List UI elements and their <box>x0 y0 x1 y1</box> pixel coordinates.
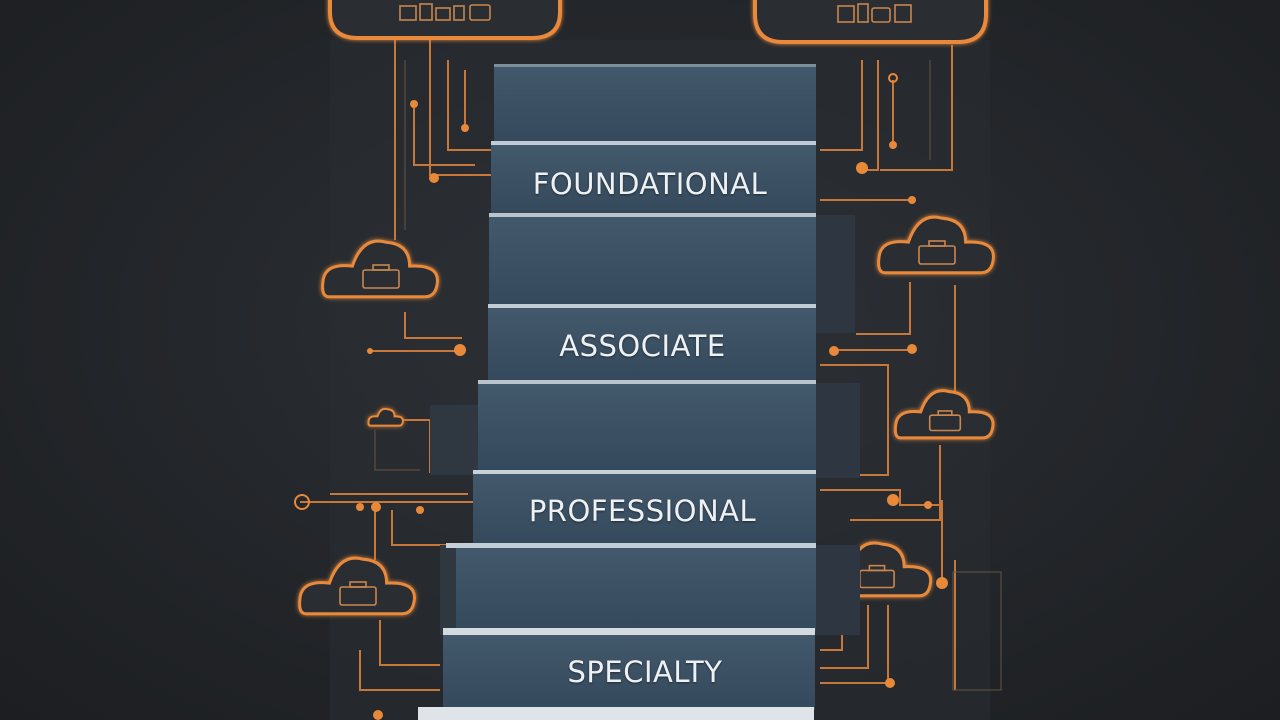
circuit-traces <box>300 40 956 691</box>
circuit-nodes <box>356 100 948 720</box>
cloud-icon <box>367 407 404 427</box>
step-label-professional: PROFESSIONAL <box>528 494 757 528</box>
step-label-associate: ASSOCIATE <box>559 329 726 363</box>
step-side <box>815 545 860 635</box>
top-box-icons <box>399 3 912 23</box>
briefcase-icons <box>339 240 962 606</box>
cloud-icon <box>298 556 416 616</box>
circuit-rings <box>294 73 898 510</box>
briefcase-handle <box>349 581 367 588</box>
top-cloud-boxes <box>328 0 988 44</box>
step-side <box>430 405 478 475</box>
step-top <box>494 64 816 144</box>
step-professional <box>473 472 816 546</box>
step-label-specialty: SPECIALTY <box>567 655 723 689</box>
step-side <box>440 545 460 635</box>
step-foundational <box>491 143 816 216</box>
faint-traces <box>374 60 1002 691</box>
step-specialty <box>443 632 815 710</box>
step-side <box>815 215 855 333</box>
step-side <box>815 383 860 478</box>
step-label-foundational: FOUNDATIONAL <box>532 167 768 201</box>
cloud-icon <box>893 389 995 440</box>
briefcase-handle <box>928 240 946 247</box>
step-associate <box>488 306 816 382</box>
cloud-icon <box>321 239 439 299</box>
briefcase-handle <box>868 564 886 572</box>
briefcase-handle <box>937 410 953 417</box>
staircase <box>418 64 860 720</box>
briefcase-handle <box>372 264 390 271</box>
cloud-icon <box>877 215 995 275</box>
